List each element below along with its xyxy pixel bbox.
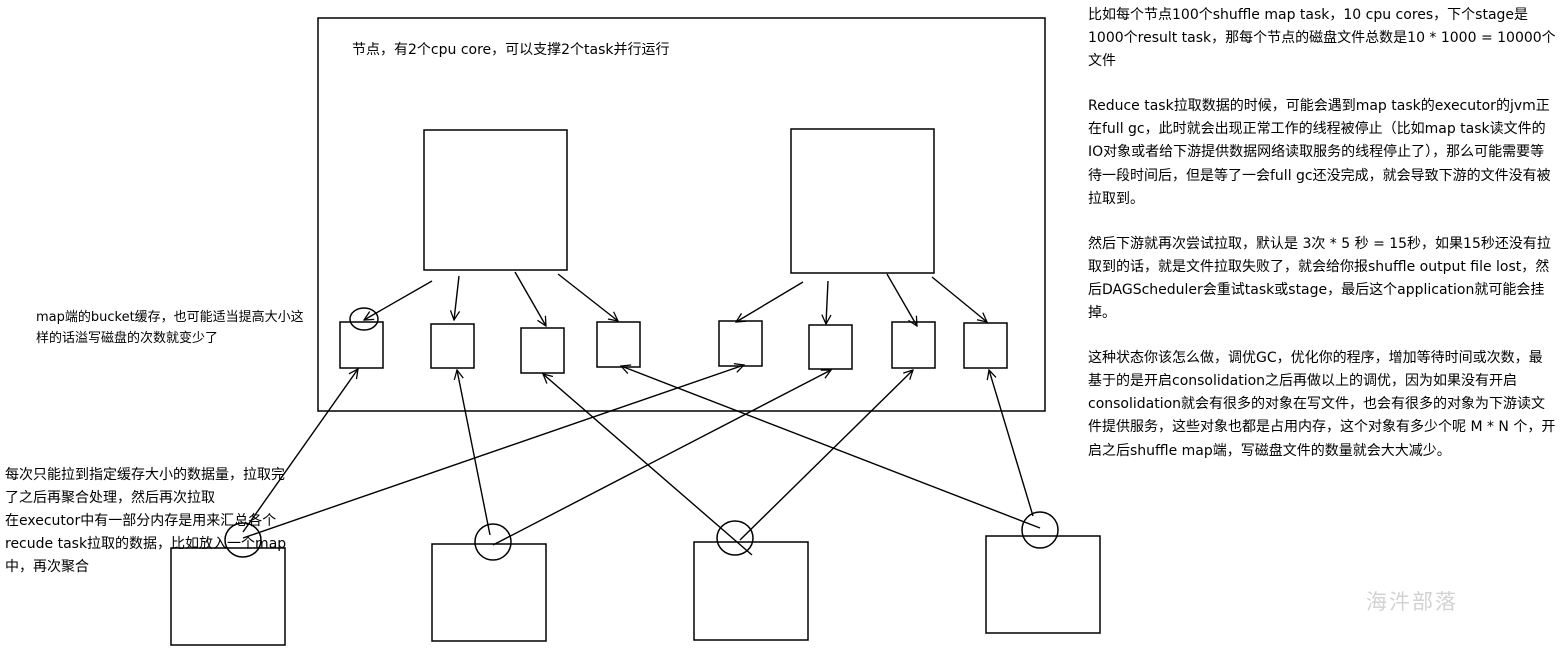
- bucket-box-4: [596, 321, 641, 368]
- fetch-circle-4: [1021, 511, 1059, 549]
- fetch-arrow-2a: [457, 370, 491, 536]
- note-paragraph-3: 然后下游就再次尝试拉取，默认是 3次 * 5 秒 = 15秒，如果15秒还没有拉…: [1088, 235, 1551, 322]
- note-paragraph-2: Reduce task拉取数据的时候，可能会遇到map task的executo…: [1088, 98, 1551, 207]
- reduce-task-box-2: [431, 543, 547, 642]
- note-paragraph-4: 这种状态你该怎么做，调优GC，优化你的程序，增加等待时间或次数，最基于的是开启c…: [1088, 350, 1556, 459]
- bucket-box-1: [339, 321, 384, 369]
- fetch-arrow-1b: [242, 365, 744, 539]
- node-label: 节点，有2个cpu core，可以支撑2个task并行运行: [352, 42, 670, 58]
- write-arrow-4: [557, 273, 618, 321]
- fetch-note-line-2: 在executor中有一部分内存是用来汇总各个recude task拉取的数据，…: [5, 513, 287, 576]
- note-paragraph-1: 比如每个节点100个shuffle map task，10 cpu cores，…: [1088, 7, 1556, 70]
- write-arrow-5: [736, 281, 804, 322]
- bucket-box-7: [891, 321, 936, 369]
- map-task-box-1: [423, 129, 568, 271]
- fetch-note-line-1: 每次只能拉到指定缓存大小的数据量，拉取完了之后再聚合处理，然后再次拉取: [5, 467, 285, 507]
- write-arrow-6: [826, 280, 828, 324]
- fetch-arrow-2b: [492, 370, 831, 546]
- bucket-box-8: [963, 322, 1008, 369]
- write-arrow-1: [364, 280, 433, 320]
- bucket-box-5: [718, 320, 763, 367]
- write-arrow-7: [886, 273, 917, 326]
- bucket-box-2: [430, 323, 475, 369]
- reduce-task-box-3: [693, 541, 809, 641]
- watermark: 海汼部落: [1366, 590, 1458, 614]
- fetch-arrow-4a: [621, 366, 1041, 529]
- fetch-arrow-4b: [989, 370, 1034, 517]
- reduce-task-box-4: [985, 535, 1101, 634]
- write-arrow-3: [514, 271, 546, 326]
- right-notes: 比如每个节点100个shuffle map task，10 cpu cores，…: [1088, 4, 1556, 463]
- write-arrow-8: [931, 276, 987, 322]
- fetch-arrow-3b: [739, 370, 913, 541]
- write-arrow-2: [454, 275, 459, 320]
- bucket-box-3: [520, 327, 565, 374]
- node-box: [317, 17, 1046, 412]
- fetch-circle-3: [716, 520, 754, 556]
- fetch-circle-1: [224, 522, 262, 558]
- buffer-note: map端的bucket缓存，也可能适当提高大小这样的话溢写磁盘的次数就变少了: [36, 310, 304, 346]
- buffer-circle: [349, 307, 379, 331]
- fetch-circle-2: [474, 523, 512, 561]
- fetch-arrow-1a: [242, 369, 358, 533]
- bucket-box-6: [808, 324, 853, 370]
- reduce-task-box-1: [170, 547, 286, 646]
- fetch-arrow-3a: [543, 374, 753, 556]
- fetch-note: 每次只能拉到指定缓存大小的数据量，拉取完了之后再聚合处理，然后再次拉取 在exe…: [5, 464, 290, 579]
- map-task-box-2: [790, 128, 935, 274]
